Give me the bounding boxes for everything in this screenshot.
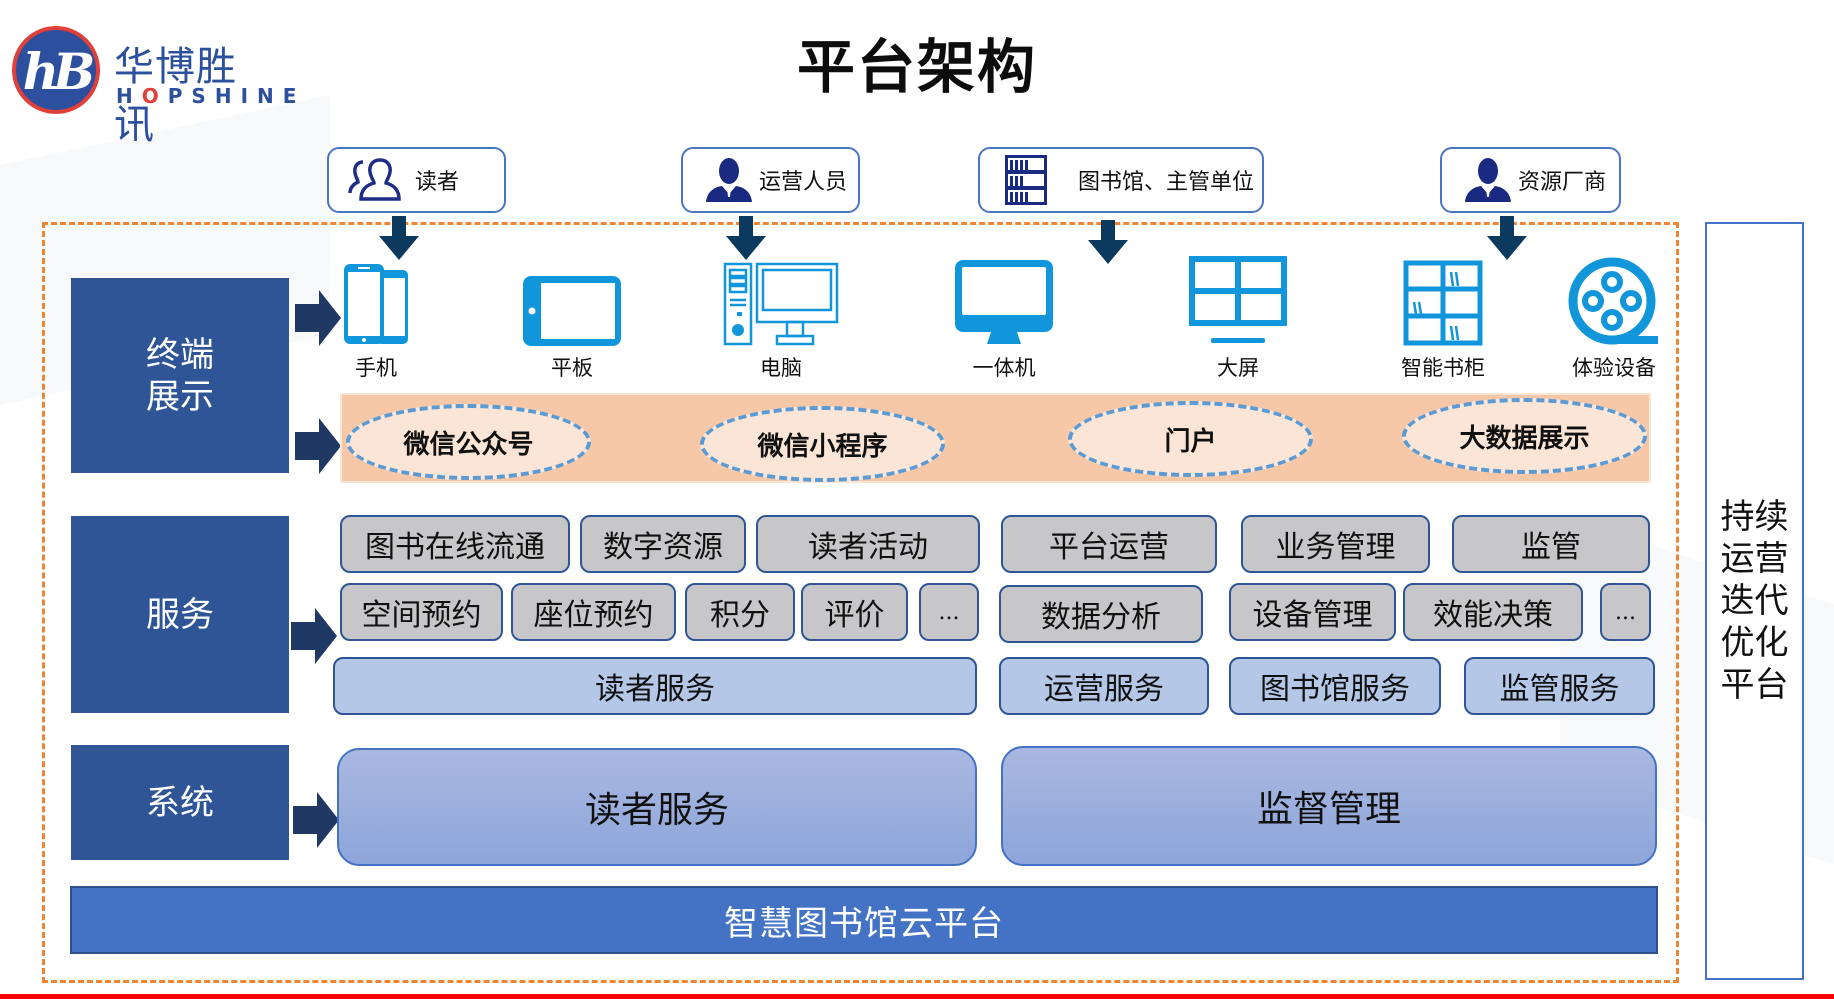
library-shelf-icon <box>998 155 1054 205</box>
down-arrow-icon <box>1088 220 1128 264</box>
architecture-frame <box>42 222 1679 983</box>
vendor-person-icon <box>1460 156 1516 204</box>
service-business-management: 业务管理 <box>1241 515 1430 573</box>
service-digital-resources: 数字资源 <box>580 515 746 573</box>
channel-big-data-display: 大数据展示 <box>1402 398 1647 474</box>
device-large-screen: 大屏 <box>1173 256 1303 382</box>
down-arrow-icon <box>726 216 766 260</box>
device-experience: 体验设备 <box>1549 257 1679 382</box>
device-desktop: 电脑 <box>716 262 846 382</box>
persona-vendors: 资源厂商 <box>1440 147 1621 213</box>
system-supervision-management: 监督管理 <box>1001 746 1657 866</box>
service-group-reader: 读者服务 <box>333 657 977 715</box>
layer-label-terminal: 终端展示 <box>71 278 289 473</box>
persona-readers: 读者 <box>327 147 506 213</box>
large-screen-icon <box>1173 256 1303 346</box>
service-more-reader: ... <box>919 583 979 641</box>
service-reviews: 评价 <box>801 583 908 641</box>
service-efficiency-decision: 效能决策 <box>1403 583 1583 641</box>
smart-bookcase-icon <box>1378 260 1508 346</box>
service-seat-reservation: 座位预约 <box>511 583 676 641</box>
persona-library-authority: 图书馆、主管单位 <box>978 147 1264 213</box>
service-book-circulation: 图书在线流通 <box>340 515 570 573</box>
service-supervision: 监管 <box>1452 515 1650 573</box>
experience-device-icon <box>1549 257 1679 346</box>
service-data-analysis: 数据分析 <box>999 585 1203 643</box>
system-reader-service: 读者服务 <box>337 748 977 866</box>
device-smartphone: 手机 <box>311 262 441 382</box>
layer-label-service: 服务 <box>71 516 289 713</box>
footer-divider <box>0 994 1834 999</box>
page-title: 平台架构 <box>796 33 1037 101</box>
device-tablet: 平板 <box>507 262 637 382</box>
right-arrow-icon <box>295 418 341 474</box>
device-all-in-one: 一体机 <box>939 260 1069 382</box>
cloud-platform-bar: 智慧图书馆云平台 <box>70 886 1658 954</box>
service-reader-activities: 读者活动 <box>756 515 980 573</box>
layer-label-system: 系统 <box>71 745 289 860</box>
service-points: 积分 <box>685 583 795 641</box>
channel-wechat-official-account: 微信公众号 <box>346 404 591 480</box>
service-group-supervision: 监管服务 <box>1464 657 1655 715</box>
service-more-ops: ... <box>1600 583 1651 641</box>
service-device-management: 设备管理 <box>1229 583 1396 641</box>
right-arrow-icon <box>293 792 339 848</box>
desktop-computer-icon <box>716 262 846 346</box>
service-platform-operations: 平台运营 <box>1001 515 1217 573</box>
readers-group-icon <box>347 156 403 204</box>
logo-chinese-name: 华博胜讯 <box>114 44 237 148</box>
persona-operators: 运营人员 <box>681 147 860 213</box>
service-group-library: 图书馆服务 <box>1229 657 1441 715</box>
service-group-operations: 运营服务 <box>999 657 1209 715</box>
service-space-reservation: 空间预约 <box>340 583 503 641</box>
tablet-icon <box>507 262 637 346</box>
right-arrow-icon <box>295 290 341 346</box>
logo-mark-icon: hB <box>12 26 100 114</box>
logo-english-name: HOPSHINE <box>116 84 306 108</box>
device-smart-bookcase: 智能书柜 <box>1378 260 1508 382</box>
channel-wechat-mini-program: 微信小程序 <box>700 406 945 482</box>
smartphone-icon <box>311 262 441 346</box>
all-in-one-monitor-icon <box>939 260 1069 346</box>
continuous-optimization-panel: 持续 运营 迭代 优化 平台 <box>1705 222 1804 980</box>
down-arrow-icon <box>379 216 419 260</box>
channel-portal: 门户 <box>1068 401 1313 477</box>
right-arrow-icon <box>291 608 337 664</box>
operator-person-icon <box>701 156 757 204</box>
company-logo: hB 华博胜讯 HOPSHINE <box>12 26 296 148</box>
down-arrow-icon <box>1487 216 1527 260</box>
